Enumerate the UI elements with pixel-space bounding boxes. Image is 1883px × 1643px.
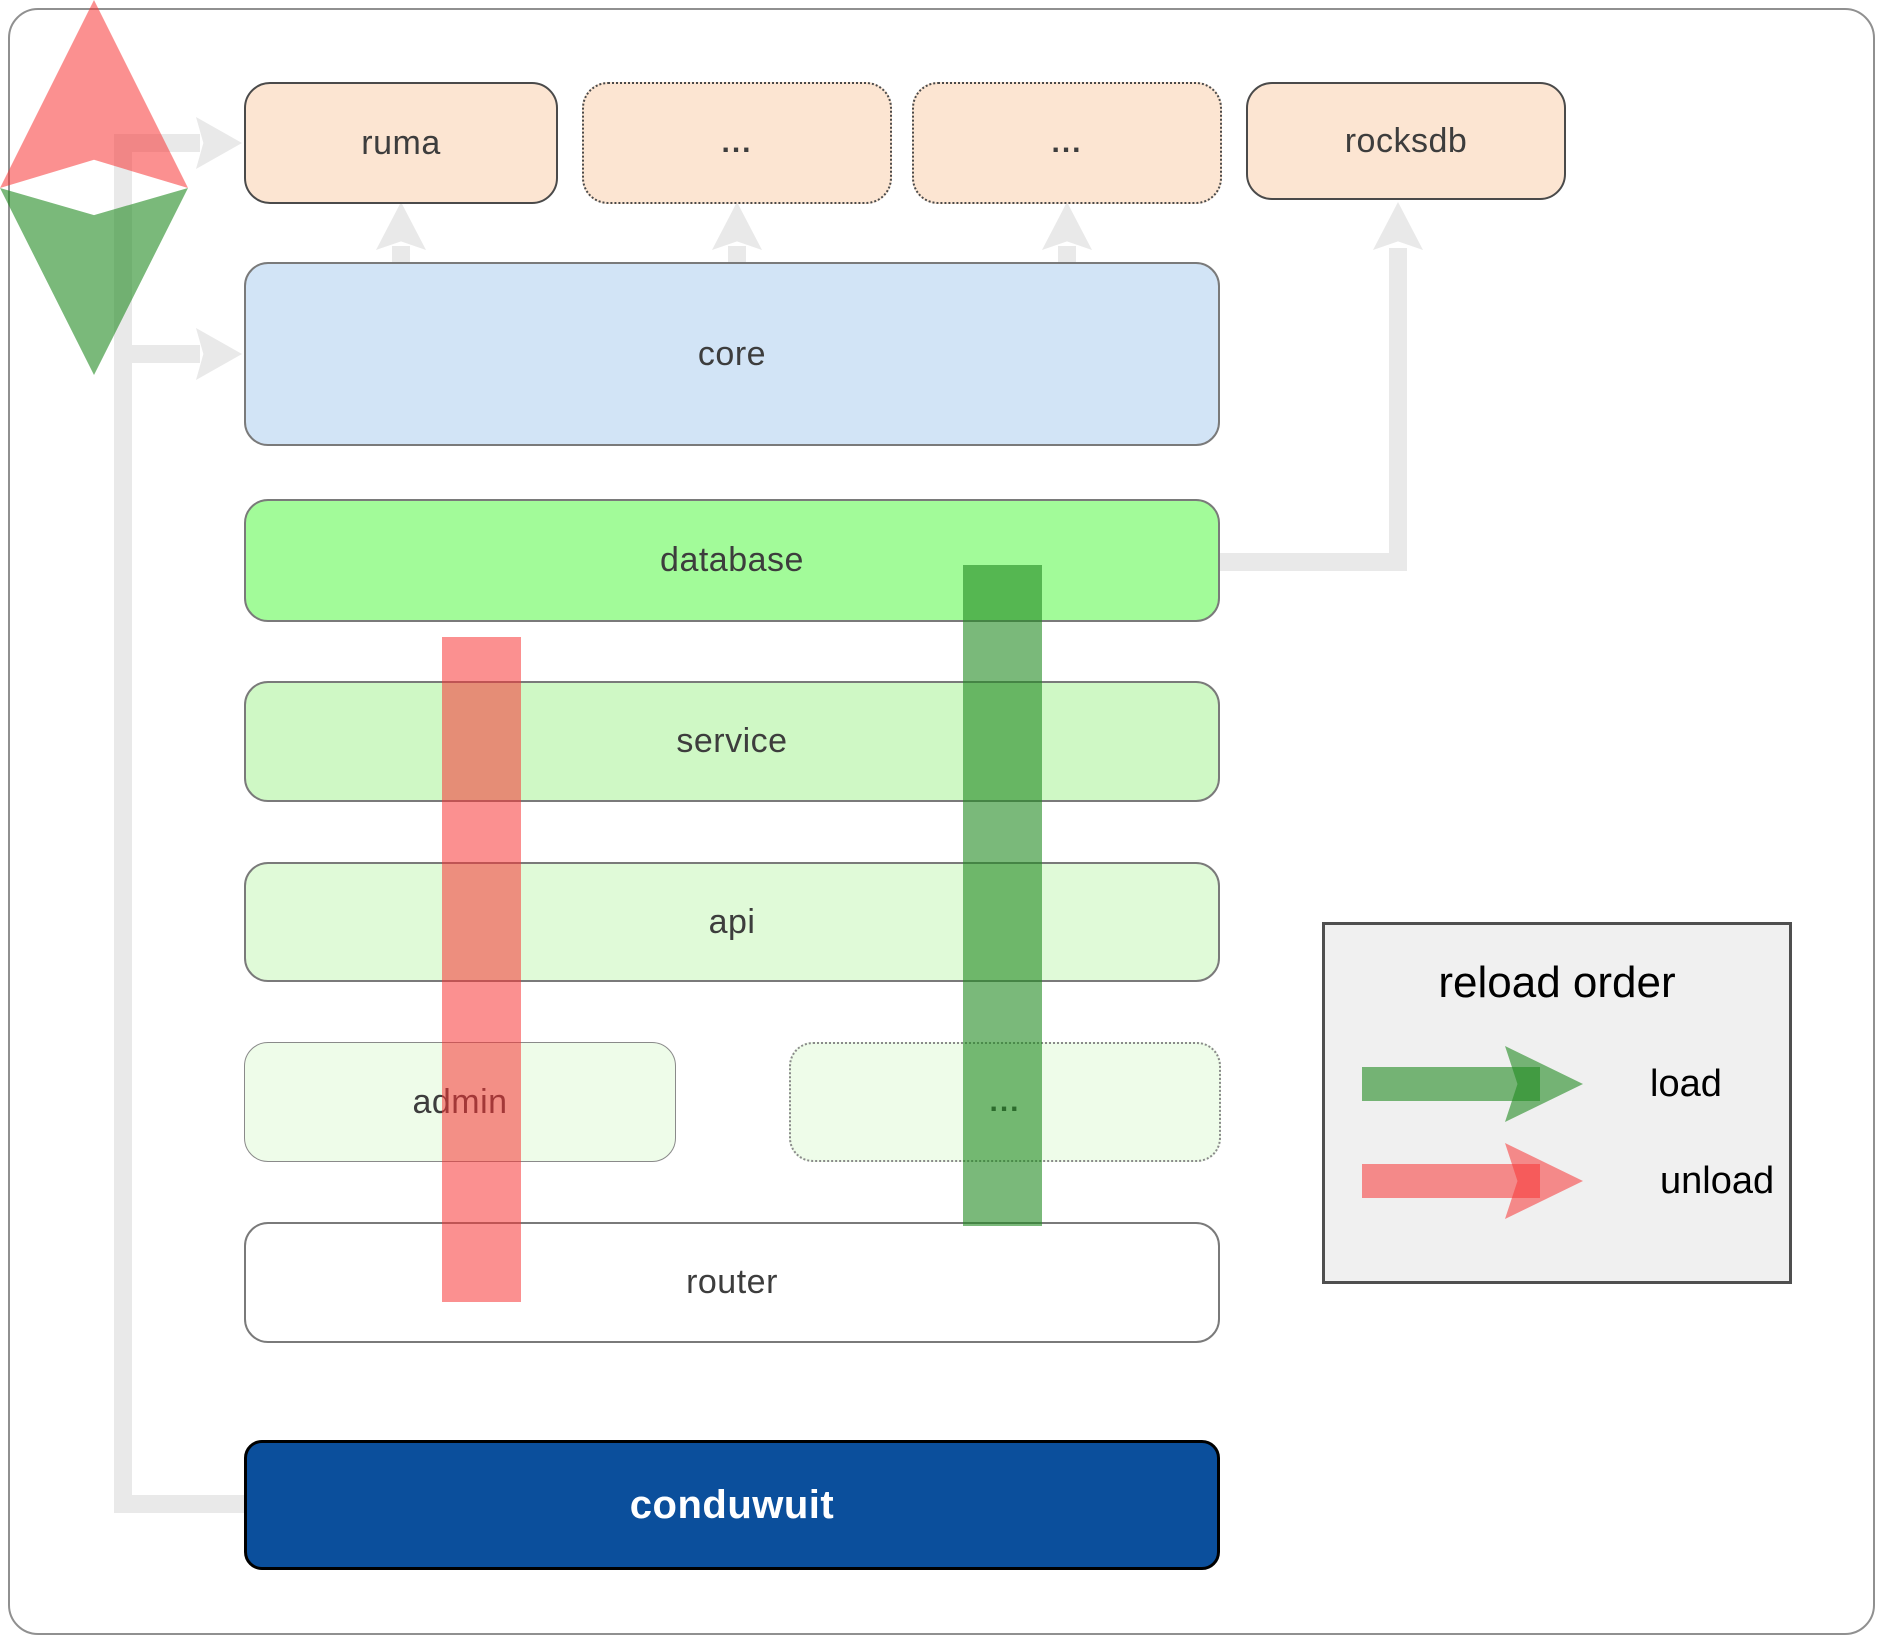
node-dots-top-1: ... — [582, 82, 892, 204]
connector-branch-conduwuit — [114, 1495, 246, 1513]
legend-panel — [1322, 922, 1792, 1284]
node-service: service — [244, 681, 1220, 802]
node-ruma-label: ruma — [361, 123, 441, 162]
legend-unload-arrow-shaft — [1362, 1164, 1540, 1198]
node-router: router — [244, 1222, 1220, 1343]
connector-database-horizontal — [1220, 553, 1407, 571]
node-api: api — [244, 862, 1220, 982]
load-arrow-shaft — [963, 565, 1042, 1226]
node-service-label: service — [676, 722, 788, 760]
node-rocksdb: rocksdb — [1246, 82, 1566, 200]
connector-branch-core — [114, 345, 200, 363]
node-core-label: core — [697, 334, 767, 373]
connector-core-to-ruma — [392, 246, 410, 264]
connector-rocksdb-vertical — [1389, 248, 1407, 571]
legend-load-label: load — [1650, 1063, 1722, 1105]
connector-trunk-vertical — [114, 134, 132, 1513]
legend-load-arrow-shaft — [1362, 1067, 1540, 1101]
node-dots-top-2-label: ... — [1051, 126, 1083, 159]
node-dots-top-1-label: ... — [721, 126, 753, 159]
node-rocksdb-label: rocksdb — [1344, 121, 1468, 160]
node-api-label: api — [708, 902, 756, 941]
node-database: database — [244, 499, 1220, 622]
connector-core-to-dots2 — [1058, 246, 1076, 264]
legend-title: reload order — [1438, 958, 1676, 1007]
connector-core-to-dots1 — [728, 246, 746, 264]
unload-arrow-shaft — [442, 637, 521, 1302]
node-dots-top-2: ... — [912, 82, 1222, 204]
outer-frame — [8, 8, 1875, 1635]
node-database-label: database — [660, 541, 804, 579]
node-router-label: router — [686, 1263, 778, 1301]
node-ruma: ruma — [244, 82, 558, 204]
node-conduwuit: conduwuit — [244, 1440, 1220, 1570]
node-conduwuit-label: conduwuit — [629, 1482, 835, 1527]
node-core: core — [244, 262, 1220, 446]
legend-unload-label: unload — [1660, 1160, 1775, 1202]
